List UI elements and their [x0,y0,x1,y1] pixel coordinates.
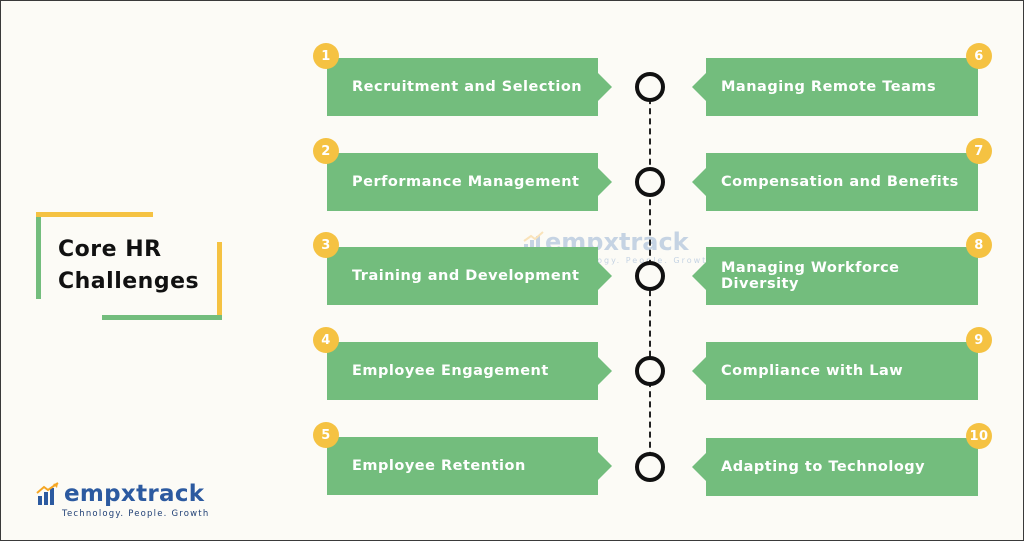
number-badge: 7 [966,138,992,164]
title-block: Core HR Challenges [36,212,222,320]
challenge-box-10: 10 Adapting to Technology [692,423,992,496]
title-line-2: Challenges [58,269,200,294]
challenge-box-4: 4 Employee Engagement [313,327,612,400]
title-line-1: Core HR [58,237,162,262]
challenge-label: Managing Remote Teams [721,79,937,95]
challenge-label: Employee Engagement [352,363,549,379]
number-badge: 5 [313,422,339,448]
challenge-label: Training and Development [352,268,580,284]
title-accent-right [217,242,222,318]
challenge-label: Performance Management [352,174,580,190]
challenge-box-2: 2 Performance Management [313,138,612,211]
timeline-node-4 [635,356,665,386]
challenge-label: Recruitment and Selection [352,79,583,95]
brand-logo: empxtrack Technology. People. Growth [36,481,209,519]
challenge-box-9: 9 Compliance with Law [692,327,992,400]
number-badge: 3 [313,232,339,258]
brand-name: empxtrack [64,481,205,507]
title-accent-top [36,212,153,217]
title-accent-bottom [102,315,222,320]
number-badge: 10 [966,423,992,449]
challenge-box-8: 8 Managing Workforce Diversity [692,232,992,305]
page-title: Core HR Challenges [58,234,208,298]
challenge-box-7: 7 Compensation and Benefits [692,138,992,211]
timeline-node-5 [635,452,665,482]
challenge-label: Compensation and Benefits [721,174,959,190]
challenge-box-5: 5 Employee Retention [313,422,612,495]
number-badge: 6 [966,43,992,69]
challenge-label: Managing Workforce Diversity [721,260,900,292]
number-badge: 8 [966,232,992,258]
challenge-label: Adapting to Technology [721,459,926,475]
challenge-label: Employee Retention [352,458,526,474]
challenge-box-3: 3 Training and Development [313,232,612,305]
timeline-node-1 [635,72,665,102]
title-accent-left [36,217,41,299]
watermark-tagline: Technology. People. Growth [553,256,715,265]
timeline-node-2 [635,167,665,197]
challenge-box-1: 1 Recruitment and Selection [313,43,612,116]
timeline-node-3 [635,261,665,291]
number-badge: 9 [966,327,992,353]
growth-chart-icon [36,482,59,505]
challenge-label: Compliance with Law [721,363,904,379]
brand-tagline: Technology. People. Growth [62,509,210,519]
number-badge: 4 [313,327,339,353]
challenge-box-6: 6 Managing Remote Teams [692,43,992,116]
number-badge: 1 [313,43,339,69]
number-badge: 2 [313,138,339,164]
